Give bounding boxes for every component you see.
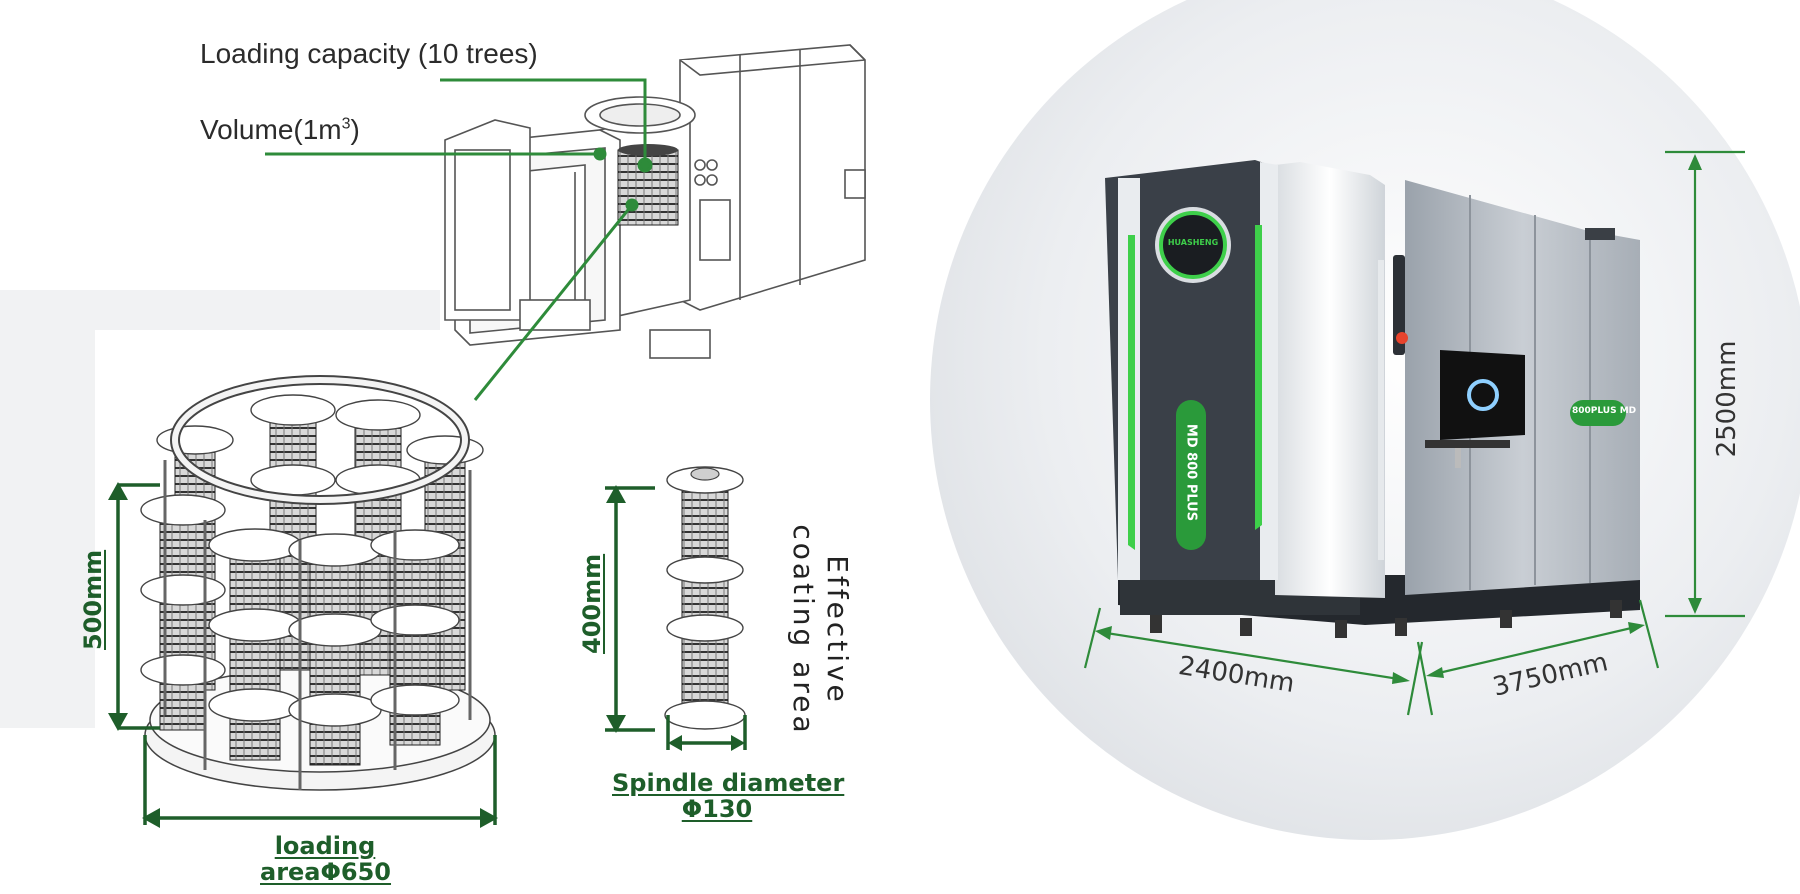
machine-dimensions [1083,150,1745,716]
spindle-diameter-line1: Spindle diameter [612,769,845,797]
fixture-height-label: 500mm [79,549,107,650]
machine-render [1105,160,1640,638]
machine-height-label: 2500mm [1712,340,1742,458]
spindle-height-label: 400mm [578,553,606,654]
volume-prefix: Volume(1m [200,114,342,145]
effective-coating-area-label: Effective coating area [786,520,854,740]
spindle-diameter-line2: Φ130 [681,795,753,823]
background-band [0,290,440,728]
volume-callout: Volume(1m3) [200,114,360,146]
effective-line1: Effective [821,555,854,705]
fixture-carousel [140,375,496,791]
single-spindle [664,466,746,730]
spindle-diameter-label: Spindle diameter Φ130 [612,769,845,823]
loading-area-line1: loading [274,832,376,860]
loading-area-label: loading areaΦ650 [260,832,392,886]
model-badge: MD 800 PLUS [1183,423,1199,522]
loading-capacity-callout: Loading capacity (10 trees) [200,38,538,69]
loading-area-line2: areaΦ650 [260,858,392,886]
effective-line2: coating area [787,524,820,736]
volume-superscript: 3 [341,115,351,133]
side-badge: 800PLUS MD [1572,406,1637,416]
fixture-dimensions [108,482,498,828]
chamber-spindles [617,144,679,226]
brand-logo-text: HUASHENG [1167,238,1219,247]
volume-suffix: ) [350,114,360,145]
callout-lines [265,78,653,401]
spindle-dimensions [605,485,747,751]
